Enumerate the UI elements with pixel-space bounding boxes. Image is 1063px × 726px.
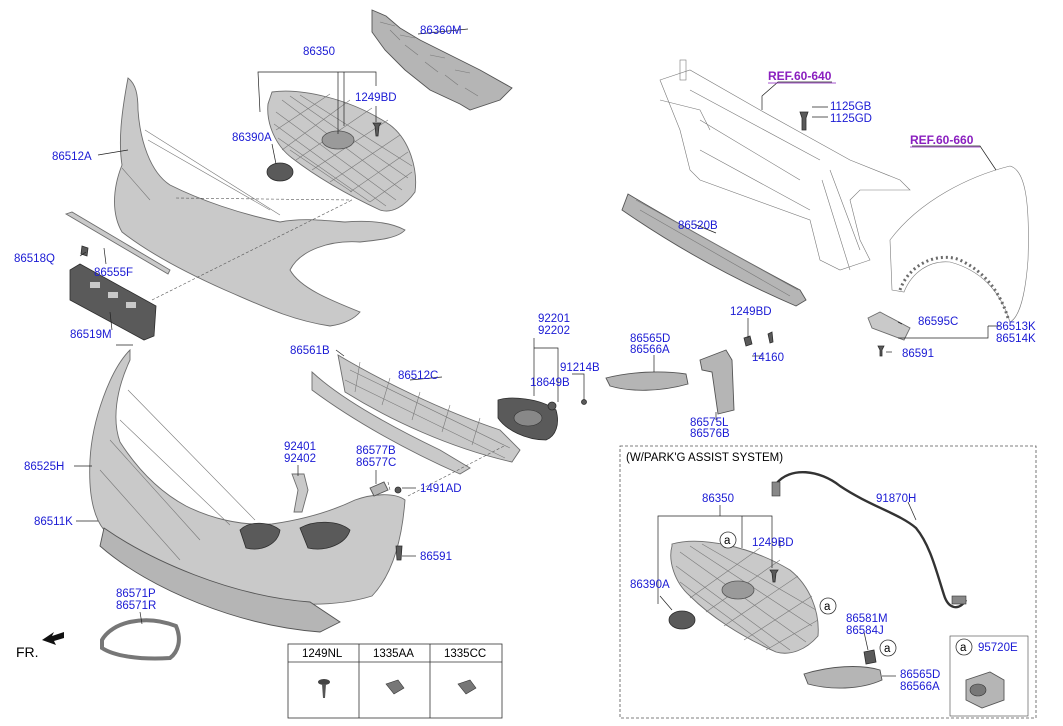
sensor-95720e [965, 671, 1005, 709]
label-92202: 92202 [538, 325, 570, 337]
fastener-table: 1249NL 1335AA 1335CC [287, 643, 503, 719]
assembly-dashes [151, 197, 505, 497]
front-orientation-marker: FR. [16, 632, 64, 660]
label-86512a: 86512A [52, 151, 92, 163]
label-86514k: 86514K [996, 333, 1036, 345]
label-86525h: 86525H [24, 461, 64, 473]
label-86575l: 86575L [690, 417, 729, 429]
label-86519m: 86519M [70, 329, 112, 341]
radiator-support [659, 59, 911, 271]
label-86555f: 86555F [94, 267, 133, 279]
inset-label-86566a: 86566A [900, 681, 940, 693]
label-91214b: 91214B [560, 362, 600, 374]
callout-a-4: a [955, 638, 973, 656]
table-header-1335aa: 1335AA [373, 648, 414, 660]
svg-text:a: a [960, 642, 967, 654]
emblem-86390a [266, 162, 294, 182]
fog-bezel-86571p [100, 618, 181, 661]
clip-icon-1335aa [385, 679, 405, 695]
front-arrow-icon [42, 632, 64, 645]
inset-title: (W/PARK'G ASSIST SYSTEM) [626, 452, 783, 464]
bracket-86565d [605, 371, 689, 391]
table-header-1335cc: 1335CC [444, 648, 486, 660]
label-86350: 86350 [303, 46, 335, 58]
label-1125gb: 1125GB [830, 101, 872, 113]
screw-icon [318, 679, 330, 698]
label-86566a: 86566A [630, 344, 670, 356]
label-92401: 92401 [284, 441, 316, 453]
inset-label-86350: 86350 [702, 493, 734, 505]
bumper-beam-86520b [621, 193, 807, 307]
inset-label-86390a: 86390A [630, 579, 670, 591]
label-86577c: 86577C [356, 457, 396, 469]
fog-bracket-92401 [291, 473, 309, 513]
label-1125gd: 1125GD [830, 113, 872, 125]
inset-bracket-86565d [803, 666, 883, 689]
clip-icon-1335cc [457, 679, 477, 695]
label-95720e: 95720E [978, 642, 1018, 654]
callout-a-1: a [719, 531, 737, 549]
label-1249bd-right: 1249BD [730, 306, 772, 318]
label-86581m: 86581M [846, 613, 888, 625]
label-1491ad: 1491AD [420, 483, 462, 495]
part-labels: 86360M 86350 1249BD 86390A 86512A 86518Q… [14, 25, 1036, 612]
label-86511k: 86511K [34, 516, 73, 528]
park-assist-inset: (W/PARK'G ASSIST SYSTEM) [619, 445, 1037, 719]
callout-a-3: a [879, 639, 897, 657]
inset-label-1249bd: 1249BD [752, 537, 794, 549]
lower-grille-86512c [311, 354, 521, 475]
bumper-cover-86512a [114, 77, 406, 327]
label-86390a: 86390A [232, 132, 272, 144]
label-86591-right: 86591 [902, 348, 934, 360]
label-86520b: 86520B [678, 220, 718, 232]
lower-bumper-86511k [89, 348, 406, 633]
fr-label: FR. [16, 644, 39, 660]
label-91870h: 91870H [876, 493, 916, 505]
harness-91870h [775, 470, 967, 609]
label-86595c: 86595C [918, 316, 958, 328]
label-86512c: 86512C [398, 370, 438, 382]
label-92402: 92402 [284, 453, 316, 465]
inset-emblem-86390a [668, 610, 696, 630]
label-92201: 92201 [538, 313, 570, 325]
svg-text:a: a [824, 601, 831, 613]
label-86577b: 86577B [356, 445, 396, 457]
inset-grille-86350 [670, 540, 819, 654]
label-14160: 14160 [752, 352, 784, 364]
label-1249bd: 1249BD [355, 92, 397, 104]
label-86360m: 86360M [420, 25, 462, 37]
grille-reinforcement-86360m [371, 9, 513, 111]
fender [889, 165, 1029, 323]
label-86513k: 86513K [996, 321, 1036, 333]
screw-1249bd [372, 122, 382, 137]
inset-screw-1249bd [769, 569, 779, 583]
bracket-86595c [867, 311, 911, 357]
upper-grille-86350 [267, 90, 417, 212]
bracket-86575l [699, 331, 774, 415]
label-86591: 86591 [420, 551, 452, 563]
sensor-holder-86581m [863, 649, 877, 665]
label-86571p: 86571P [116, 588, 156, 600]
label-86571r: 86571R [116, 600, 156, 612]
fog-lamp-92201 [497, 397, 587, 441]
inset-label-86565d: 86565D [900, 669, 940, 681]
label-86576b: 86576B [690, 428, 730, 440]
label-86561b: 86561B [290, 345, 330, 357]
label-86584j: 86584J [846, 625, 884, 637]
label-86518q: 86518Q [14, 253, 55, 265]
label-18649b: 18649B [530, 377, 570, 389]
ref-60-640[interactable]: REF.60-640 [768, 69, 832, 83]
callout-lines [74, 28, 1000, 625]
license-bracket-86519m [69, 263, 157, 341]
svg-text:a: a [724, 535, 731, 547]
garnish-strip-86555f [64, 211, 171, 275]
ref-60-660[interactable]: REF.60-660 [910, 133, 974, 147]
label-86565d: 86565D [630, 333, 670, 345]
callout-a-2: a [819, 597, 837, 615]
svg-text:a: a [884, 643, 891, 655]
bracket-86577b [369, 481, 403, 561]
table-header-1249nl: 1249NL [302, 648, 343, 660]
